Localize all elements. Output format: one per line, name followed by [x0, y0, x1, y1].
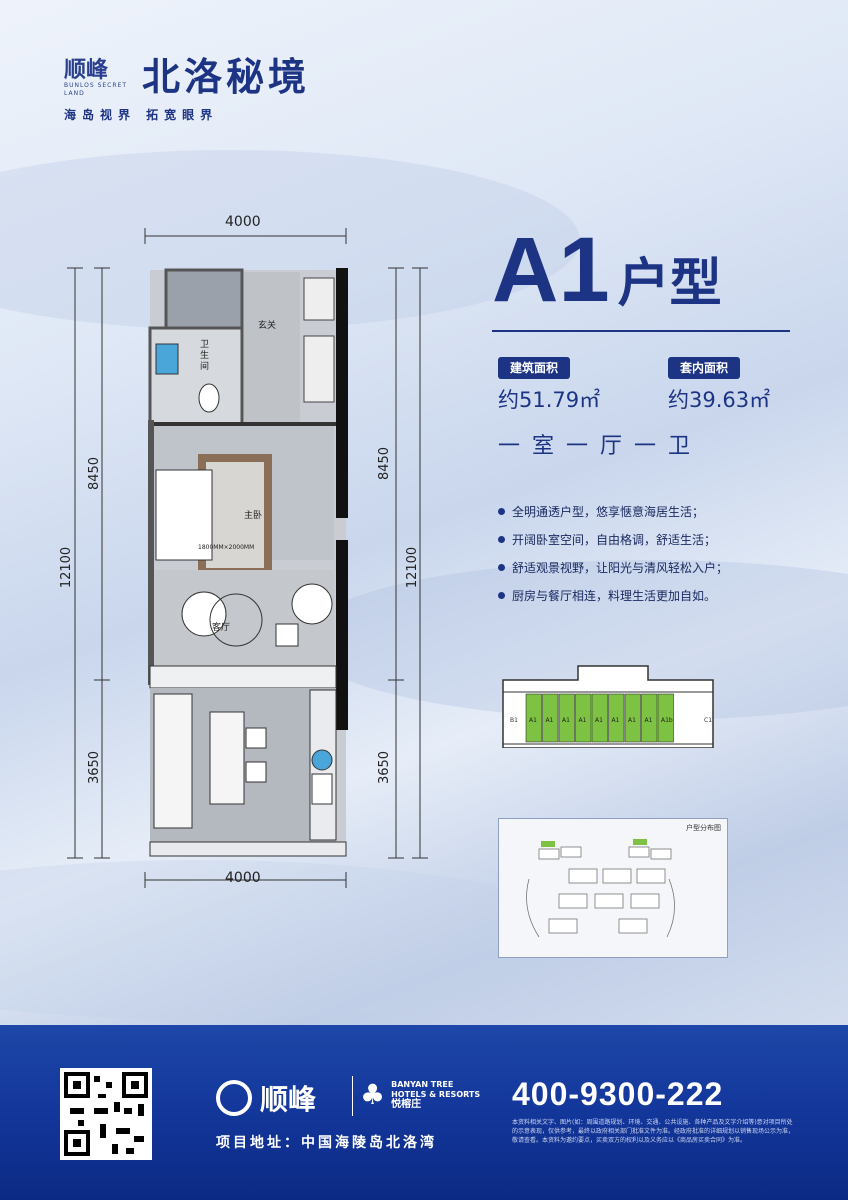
inner-area-badge: 套内面积 [668, 357, 741, 379]
dim-left-upper: 8450 [87, 456, 103, 491]
logo-ring-icon [216, 1080, 252, 1116]
bullet-icon [498, 536, 505, 543]
key-end-left: B1 [510, 717, 518, 724]
brand-logo-en: BUNLOS SECRET LAND [64, 82, 127, 97]
bullet-icon [498, 564, 505, 571]
room-bathroom: 卫生间 [200, 340, 210, 372]
site-plan-drawing [526, 839, 675, 938]
building-area-badge: 建筑面积 [498, 357, 571, 379]
partner-en: BANYAN TREE HOTELS & RESORTS [391, 1079, 481, 1099]
qr-code-icon[interactable] [60, 1068, 152, 1160]
disclaimer: 本资料相关文字、图片(如：周围道路规划、环境、交通、公共设施、各种产品及文字介绍… [512, 1119, 795, 1144]
bullet-icon [498, 508, 505, 515]
key-unit-cell [575, 693, 592, 743]
key-unit-cell [525, 693, 542, 743]
key-unit-label: A1 [628, 717, 636, 724]
title-rule [492, 330, 790, 332]
bed-size: 1800MM×2000MM [198, 544, 255, 551]
unit-suffix: 户型 [617, 254, 722, 314]
partner-cn: 悦榕庄 [391, 1098, 422, 1110]
room-layout: 一室一厅一卫 [498, 434, 703, 459]
feature-item: 全明通透户型，悠享惬意海居生活； [498, 503, 728, 520]
feature-item: 厨房与餐厅相连，料理生活更加自如。 [498, 587, 728, 604]
site-plan: 户型分布图 [498, 818, 728, 958]
dim-right-total: 12100 [405, 546, 421, 589]
dim-left-lower: 3650 [87, 750, 103, 785]
dim-right-lower: 3650 [377, 750, 393, 785]
key-unit-cell [624, 693, 641, 743]
key-unit-label: A1 [612, 717, 620, 724]
footer-logo-text: 顺峰 [260, 1083, 317, 1116]
partner-logo: ♣ BANYAN TREE HOTELS & RESORTS 悦榕庄 [360, 1078, 481, 1111]
unit-code: A1 [492, 219, 610, 321]
room-bedroom: 主卧 [244, 511, 263, 521]
logo-divider [352, 1076, 353, 1116]
key-unit-cell [591, 693, 608, 743]
key-unit-cell [657, 693, 674, 743]
banyan-tree-icon: ♣ [360, 1078, 386, 1111]
key-unit-label: A1 [645, 717, 653, 724]
room-living: 客厅 [212, 623, 231, 633]
site-plan-label: 户型分布图 [686, 824, 721, 832]
dim-left-total: 12100 [59, 546, 75, 589]
bullet-icon [498, 592, 505, 599]
key-unit-label: A1 [579, 717, 587, 724]
footer-logo: 顺峰 [216, 1078, 316, 1118]
key-unit-cell [608, 693, 625, 743]
key-unit-label: A1 [546, 717, 554, 724]
room-entrance: 玄关 [258, 321, 277, 331]
hotline[interactable]: 400-9300-222 [512, 1076, 724, 1112]
building-area-value: 约51.79㎡ [498, 388, 601, 412]
dim-right-upper: 8450 [377, 446, 393, 481]
feature-list: 全明通透户型，悠享惬意海居生活； 开阔卧室空间，自由格调，舒适生活； 舒适观景视… [498, 503, 728, 615]
feature-item: 开阔卧室空间，自由格调，舒适生活； [498, 531, 728, 548]
project-address: 项目地址：中国海陵岛北洛湾 [216, 1135, 437, 1151]
dim-bottom: 4000 [225, 870, 261, 886]
key-unit-cell [558, 693, 575, 743]
key-unit-cell [641, 693, 658, 743]
key-unit-label: A1 [529, 717, 537, 724]
key-unit-label: A1 [562, 717, 570, 724]
feature-item: 舒适观景视野，让阳光与清风轻松入户； [498, 559, 728, 576]
dim-top: 4000 [225, 214, 261, 230]
key-end-right: C1 [704, 717, 712, 724]
project-name: 北洛秘境 [142, 55, 311, 99]
key-unit-cell [542, 693, 559, 743]
brand-logo-cn: 顺峰 [64, 58, 109, 83]
key-unit-label: A1 [595, 717, 603, 724]
inner-area-value: 约39.63㎡ [668, 388, 771, 412]
key-plan: A1 A1 A1 A1 A1 A1 A1 A1 A1b B1 C1 [502, 665, 714, 748]
key-unit-label: A1b [661, 717, 673, 724]
slogan: 海岛视界 拓宽眼界 [64, 108, 219, 122]
